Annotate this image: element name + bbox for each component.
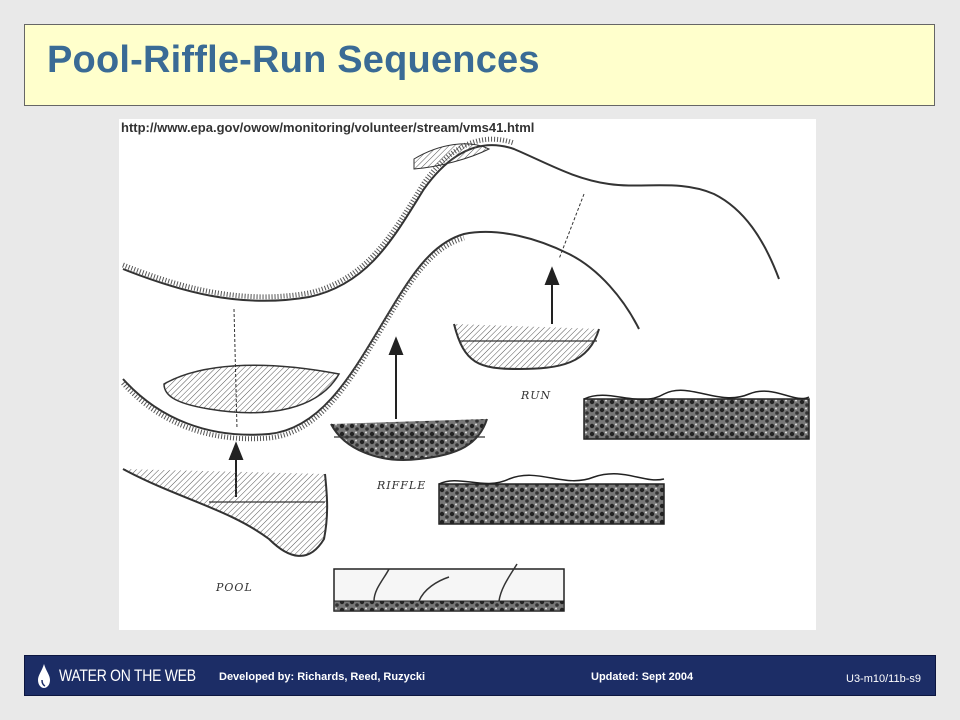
run-cross-section [453, 323, 600, 371]
pool-label: POOL [216, 581, 253, 594]
run-section-line [558, 193, 585, 260]
developed-by: Developed by: Richards, Reed, Ruzycki [219, 671, 426, 683]
pool-substrate-block [333, 563, 565, 612]
riffle-substrate-block [438, 473, 665, 525]
riffle-arrow [388, 336, 404, 419]
stream-diagram: http://www.epa.gov/owow/monitoring/volun… [119, 119, 816, 630]
point-bar-upper [413, 143, 491, 170]
riffle-cross-section [330, 418, 488, 461]
stream-illustration [121, 136, 810, 612]
pool-cross-section [122, 468, 329, 557]
water-drop-icon [38, 664, 50, 688]
point-bar-lower [163, 364, 341, 414]
slide-id: U3-m10/11b-s9 [846, 673, 921, 685]
slide-title: Pool-Riffle-Run Sequences [47, 39, 540, 81]
footer-bar: WATER ON THE WEB Developed by: Richards,… [24, 655, 936, 696]
pool-section-line [233, 308, 238, 430]
run-substrate-block [583, 389, 810, 440]
water-on-the-web-logo: WATER ON THE WEB [37, 662, 226, 690]
lower-bank-vegetation [121, 235, 465, 442]
title-bar: Pool-Riffle-Run Sequences [24, 24, 935, 106]
source-url: http://www.epa.gov/owow/monitoring/volun… [121, 120, 535, 135]
logo-text: WATER ON THE WEB [59, 666, 196, 685]
run-arrow [544, 266, 560, 324]
run-label: RUN [521, 389, 552, 402]
upper-bank [122, 144, 780, 302]
updated-date: Updated: Sept 2004 [591, 671, 694, 683]
upper-bank-vegetation [122, 136, 515, 300]
riffle-label: RIFFLE [377, 479, 427, 492]
